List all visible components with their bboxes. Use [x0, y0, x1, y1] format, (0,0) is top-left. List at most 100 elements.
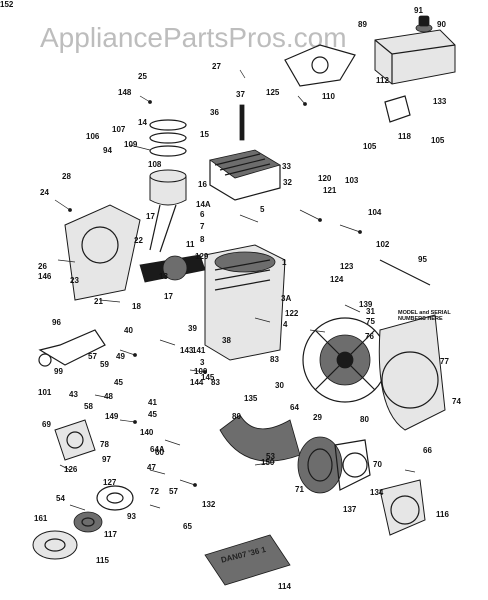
- callout-1: 1: [282, 258, 287, 267]
- callout-36: 36: [210, 108, 219, 117]
- callout-3A: 3A: [281, 294, 292, 303]
- callout-60: 60: [155, 448, 164, 457]
- callout-4: 4: [283, 320, 288, 329]
- callout-43: 43: [69, 390, 78, 399]
- callout-26: 26: [38, 262, 47, 271]
- blower-housing: [378, 314, 446, 431]
- callout-3: 3: [200, 358, 205, 367]
- callout-139: 139: [359, 300, 373, 309]
- callout-74: 74: [452, 397, 461, 406]
- callout-40: 40: [124, 326, 133, 335]
- callout-18: 18: [132, 302, 141, 311]
- callout-127: 127: [103, 478, 117, 487]
- callout-114: 114: [278, 582, 291, 591]
- callout-110: 110: [322, 92, 335, 101]
- callout-76: 76: [365, 332, 374, 341]
- callout-6: 6: [200, 210, 205, 219]
- callout-115: 115: [96, 556, 109, 565]
- callout-132: 132: [202, 500, 216, 509]
- watermark: AppliancePartsPros.com: [40, 22, 347, 53]
- callout-38: 38: [222, 336, 231, 345]
- callout-5: 5: [260, 205, 265, 214]
- connecting-rod: [149, 204, 177, 253]
- callout-17: 17: [164, 292, 173, 301]
- callout-149: 149: [105, 412, 119, 421]
- callout-105: 105: [431, 136, 445, 145]
- callout-66: 66: [423, 446, 432, 455]
- callout-49: 49: [116, 352, 125, 361]
- callout-15: 15: [200, 130, 209, 139]
- callout-143: 143: [180, 346, 194, 355]
- callout-28: 28: [62, 172, 71, 181]
- callout-80: 80: [360, 415, 369, 424]
- callout-107: 107: [112, 125, 126, 134]
- muffler: [38, 329, 106, 367]
- piston-rings: [149, 119, 187, 157]
- callout-145: 145: [201, 373, 215, 382]
- callout-117: 117: [104, 530, 117, 539]
- crankshaft: [139, 254, 206, 283]
- leader-lines: [54, 69, 416, 511]
- callout-125: 125: [266, 88, 280, 97]
- callout-112: 112: [376, 76, 389, 85]
- flywheel: [302, 317, 388, 403]
- callout-58: 58: [84, 402, 93, 411]
- callout-7: 7: [200, 222, 205, 231]
- callout-103: 103: [345, 176, 359, 185]
- callout-109: 109: [124, 140, 138, 149]
- callout-90: 90: [437, 20, 446, 29]
- callout-24: 24: [40, 188, 49, 197]
- callout-29: 29: [313, 413, 322, 422]
- starter-pulley: [297, 436, 343, 494]
- callout-94: 94: [103, 146, 112, 155]
- callout-22: 22: [134, 236, 143, 245]
- engine-block: [204, 244, 286, 361]
- callout-27: 27: [212, 62, 221, 71]
- callout-48: 48: [104, 392, 113, 401]
- callout-108: 108: [148, 160, 162, 169]
- callout-93: 93: [127, 512, 136, 521]
- callout-118: 118: [398, 132, 411, 141]
- model-serial-note: MODEL and SERIAL NUMBERS HERE: [398, 310, 451, 322]
- callout-116: 116: [436, 510, 449, 519]
- callout-99: 99: [54, 367, 63, 376]
- callout-45: 45: [114, 378, 123, 387]
- callout-53: 53: [266, 452, 275, 461]
- callout-100: 100: [194, 367, 208, 376]
- callout-21: 21: [94, 297, 103, 306]
- callout-135: 135: [244, 394, 258, 403]
- callout-32: 32: [283, 178, 292, 187]
- callout-137: 137: [343, 505, 357, 514]
- callout-11: 11: [186, 240, 195, 249]
- callout-30: 30: [275, 381, 284, 390]
- shield: [219, 414, 301, 462]
- callout-104: 104: [368, 208, 382, 217]
- callout-54: 54: [56, 494, 65, 503]
- callout-78: 78: [100, 440, 109, 449]
- callout-95: 95: [418, 255, 427, 264]
- callout-77: 77: [440, 357, 449, 366]
- starter-housing: [379, 479, 426, 536]
- callout-83: 83: [270, 355, 279, 364]
- callout-123: 123: [340, 262, 354, 271]
- callout-129: 129: [195, 252, 209, 261]
- callout-83: 83: [211, 378, 220, 387]
- cylinder-head: [209, 149, 281, 201]
- carburetor: [54, 419, 96, 461]
- callout-101: 101: [38, 388, 52, 397]
- callout-161: 161: [34, 514, 48, 523]
- manual-booklet: [204, 534, 291, 586]
- callout-124: 124: [330, 275, 344, 284]
- callout-144: 144: [190, 378, 204, 387]
- callout-120: 120: [318, 174, 332, 183]
- callout-96: 96: [52, 318, 61, 327]
- piston: [149, 169, 187, 206]
- callout-121: 121: [323, 186, 337, 195]
- callout-25: 25: [138, 72, 147, 81]
- callout-141: 141: [192, 346, 206, 355]
- callout-71: 71: [295, 485, 304, 494]
- drive-gear: [96, 485, 134, 511]
- callout-14: 14: [138, 118, 147, 127]
- pulley: [73, 511, 103, 533]
- callout-122: 122: [285, 309, 299, 318]
